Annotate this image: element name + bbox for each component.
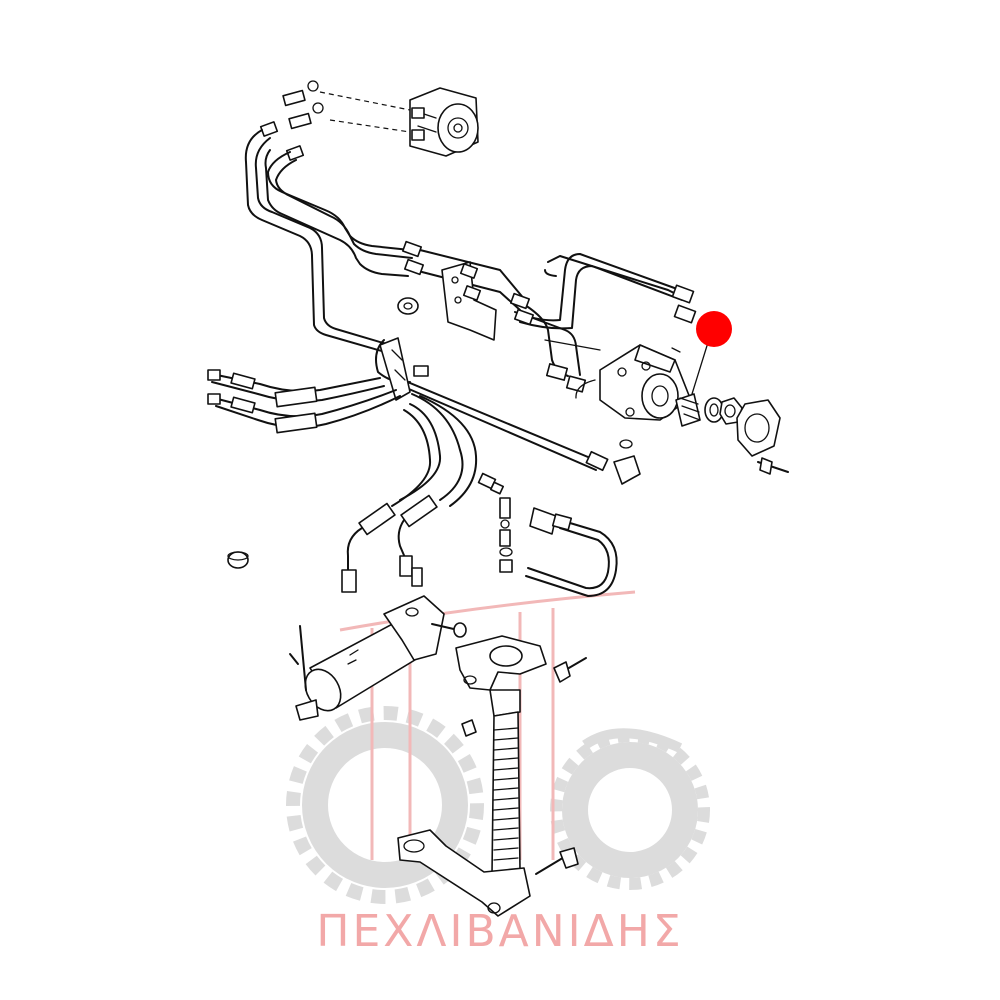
gasket-flange (736, 399, 789, 475)
orbitrol-steering-unit (319, 87, 479, 157)
blanking-plug (227, 551, 249, 569)
pipe-end-fittings-right (545, 284, 697, 472)
steering-cylinder (289, 595, 467, 721)
steering-shaft (461, 711, 521, 875)
bracket-clamp (397, 240, 535, 341)
fittings-top (259, 80, 324, 161)
pump-drive-gear (675, 393, 743, 427)
watermark-text: ΠΕΧΛΙΒΑΝΙΔΗΣ (316, 906, 684, 957)
watermark-logo (286, 590, 710, 904)
steering-arm-upper (455, 635, 587, 717)
watermark-wheel-right (550, 730, 710, 890)
callout-marker[interactable] (696, 311, 732, 347)
watermark-wheel-left (286, 706, 484, 904)
hydraulic-pump (544, 339, 691, 421)
cylinder-hoses (207, 337, 478, 593)
return-line-fittings (477, 439, 641, 597)
steering-arm-lower (397, 829, 579, 917)
